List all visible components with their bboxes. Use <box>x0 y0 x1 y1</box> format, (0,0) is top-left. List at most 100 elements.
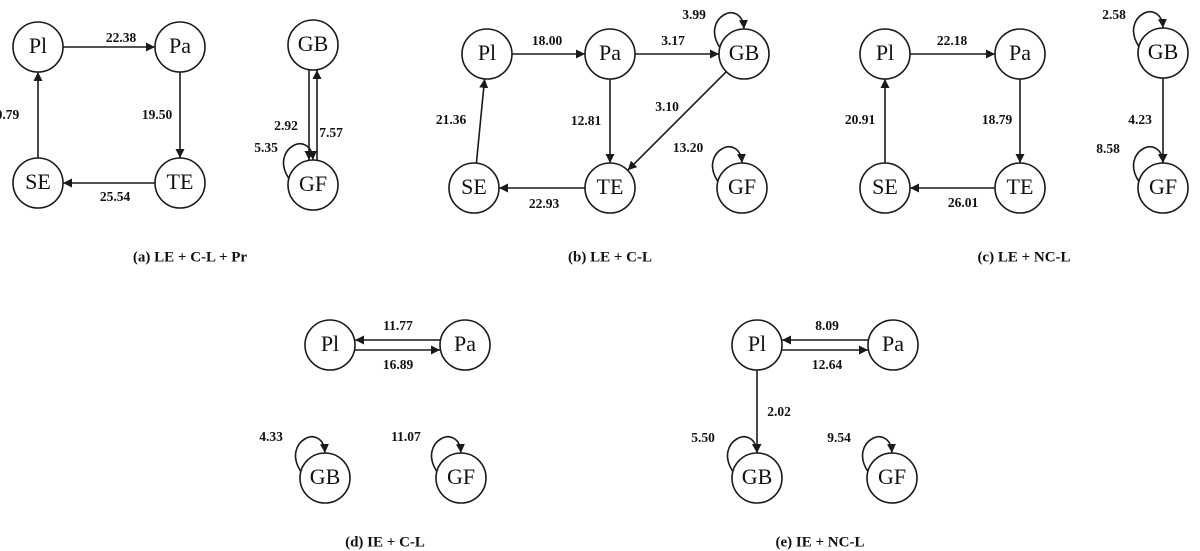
node-circle <box>439 319 491 371</box>
node-circle <box>1137 27 1189 79</box>
node-d-pa: Pa <box>439 319 491 371</box>
node-c-gf: GF <box>1137 162 1189 214</box>
node-e-pl: Pl <box>731 319 783 371</box>
node-e-pa: Pa <box>867 319 919 371</box>
node-label: GB <box>742 464 773 489</box>
edge-arrow-b-se-pl <box>475 78 489 164</box>
edge-label-b-pa-te: 12.81 <box>571 113 602 128</box>
edges-layer <box>33 11 1168 472</box>
node-e-gf: GF <box>866 452 918 504</box>
node-a-pl: Pl <box>12 21 64 73</box>
node-circle <box>859 162 911 214</box>
node-label: GF <box>878 464 906 489</box>
caption-b: (b) LE + C-L <box>568 249 652 265</box>
node-circle <box>12 157 64 209</box>
caption-a: (a) LE + C-L + Pr <box>133 249 248 265</box>
node-circle <box>867 319 919 371</box>
caption-c: (c) LE + NC-L <box>977 249 1070 265</box>
edge-arrow-e-gf-gf <box>861 436 896 472</box>
node-d-gb: GB <box>299 452 351 504</box>
edge-arrow-d-gf-gf <box>430 436 465 472</box>
node-circle <box>287 19 339 71</box>
node-a-gb: GB <box>287 19 339 71</box>
node-label: Pa <box>599 40 621 65</box>
node-circle <box>154 157 206 209</box>
edge-label-c-gb-gb: 2.58 <box>1102 7 1126 22</box>
edge-label-c-pl-pa: 22.18 <box>937 33 968 48</box>
node-circle <box>731 319 783 371</box>
edge-label-b-pl-pa: 18.00 <box>532 33 563 48</box>
node-label: GB <box>310 464 341 489</box>
node-b-pa: Pa <box>584 28 636 80</box>
edge-arrow-b-gb-gb <box>713 12 748 48</box>
node-d-gf: GF <box>435 452 487 504</box>
node-circle <box>859 28 911 80</box>
node-label: GF <box>1149 174 1177 199</box>
node-circle <box>304 319 356 371</box>
edge-label-d-pa-pl: 16.89 <box>383 357 414 372</box>
edge-label-e-pl-gb: 2.02 <box>767 404 791 419</box>
edge-label-a-gf-gf: 5.35 <box>254 140 278 155</box>
node-b-te: TE <box>584 162 636 214</box>
node-label: GF <box>728 174 756 199</box>
edge-arrow-c-gb-gb <box>1132 11 1167 47</box>
node-circle <box>716 162 768 214</box>
node-circle <box>461 28 513 80</box>
node-c-te: TE <box>994 162 1046 214</box>
edge-label-b-te-se: 22.93 <box>529 196 560 211</box>
edge-label-e-pa-pl: 12.64 <box>812 357 843 372</box>
edge-label-d-gb-gb: 4.33 <box>259 429 283 444</box>
edge-label-e-gb-gb: 5.50 <box>691 430 715 445</box>
node-c-pa: Pa <box>994 28 1046 80</box>
node-b-pl: Pl <box>461 28 513 80</box>
edge-label-b-gb-te: 3.10 <box>655 99 679 114</box>
node-label: Pa <box>454 331 476 356</box>
node-a-te: TE <box>154 157 206 209</box>
edge-label-c-gf-gf: 8.58 <box>1096 141 1120 156</box>
node-circle <box>287 159 339 211</box>
node-label: Pl <box>321 331 339 356</box>
node-label: GF <box>447 464 475 489</box>
edge-label-c-gb-gf: 4.23 <box>1128 112 1152 127</box>
node-label: Pl <box>29 33 47 58</box>
edge-label-a-gf-gb: 2.92 <box>274 118 298 133</box>
node-label: TE <box>597 174 624 199</box>
edge-label-c-se-pl: 20.91 <box>845 112 876 127</box>
node-circle <box>718 28 770 80</box>
edge-arrow-d-gb-gb <box>294 436 329 472</box>
edge-arrow-e-gb-gb <box>726 436 761 472</box>
node-e-gb: GB <box>731 452 783 504</box>
node-circle <box>435 452 487 504</box>
node-label: Pa <box>1009 40 1031 65</box>
node-label: TE <box>1007 174 1034 199</box>
node-a-se: SE <box>12 157 64 209</box>
node-d-pl: Pl <box>304 319 356 371</box>
node-b-gf: GF <box>716 162 768 214</box>
node-circle <box>12 21 64 73</box>
node-label: GB <box>729 40 760 65</box>
node-circle <box>994 28 1046 80</box>
node-circle <box>584 28 636 80</box>
edge-label-a-se-pl: 20.79 <box>0 107 19 122</box>
node-c-pl: Pl <box>859 28 911 80</box>
edge-label-d-gf-gf: 11.07 <box>391 429 421 444</box>
edge-arrow-b-gb-te <box>627 71 727 171</box>
edge-label-a-te-se: 25.54 <box>100 189 131 204</box>
edge-label-b-pa-gb: 3.17 <box>661 33 685 48</box>
node-circle <box>1137 162 1189 214</box>
node-label: GF <box>299 171 327 196</box>
node-circle <box>994 162 1046 214</box>
edge-label-a-gb-gf: 7.57 <box>319 125 343 140</box>
node-circle <box>154 21 206 73</box>
node-label: Pl <box>478 40 496 65</box>
caption-e: (e) IE + NC-L <box>776 534 865 550</box>
edge-label-a-pa-te: 19.50 <box>142 107 173 122</box>
node-a-gf: GF <box>287 159 339 211</box>
node-c-se: SE <box>859 162 911 214</box>
edge-arrow-c-gf-gf <box>1132 146 1167 182</box>
caption-d: (d) IE + C-L <box>345 534 425 550</box>
node-a-pa: Pa <box>154 21 206 73</box>
node-label: TE <box>167 169 194 194</box>
